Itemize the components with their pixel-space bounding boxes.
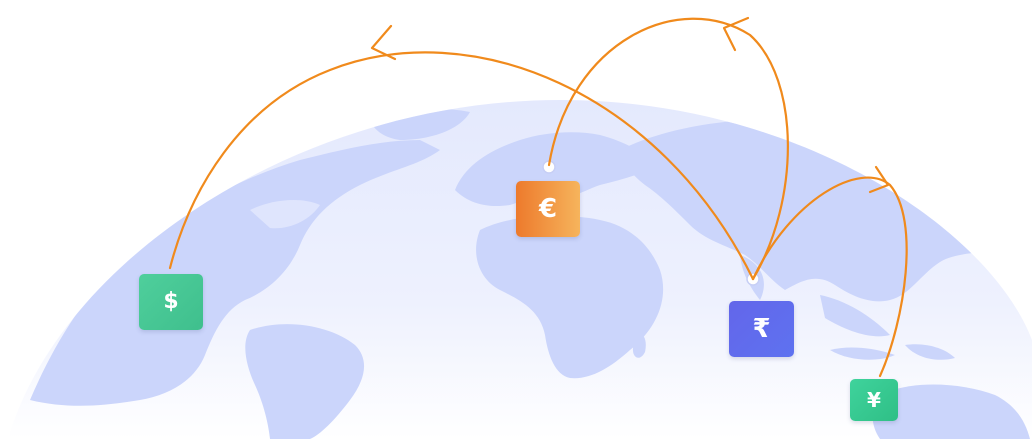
currency-symbol-inr: ₹ xyxy=(752,314,771,344)
arrow-head-usd xyxy=(370,24,397,61)
continent-south-america xyxy=(245,324,365,439)
currency-tile-usd: $ xyxy=(139,274,203,330)
arc-india-to-usd xyxy=(168,51,755,281)
currency-symbol-usd: $ xyxy=(163,289,179,314)
currency-tile-inr: ₹ xyxy=(729,301,794,357)
continent-europe xyxy=(455,132,660,207)
currency-tile-eur: € xyxy=(516,181,580,237)
arc-india-to-jpy xyxy=(751,176,908,378)
continent-north-america xyxy=(30,140,440,406)
currency-symbol-jpy: ¥ xyxy=(867,388,881,412)
arrow-head-jpy xyxy=(868,165,890,194)
continent-africa xyxy=(476,215,664,379)
currency-tile-jpy: ¥ xyxy=(850,379,898,421)
continent-australia xyxy=(872,384,1030,439)
arrow-head-europe xyxy=(722,16,750,52)
currency-symbol-eur: € xyxy=(538,194,558,224)
arc-europe-to-india xyxy=(547,17,789,281)
